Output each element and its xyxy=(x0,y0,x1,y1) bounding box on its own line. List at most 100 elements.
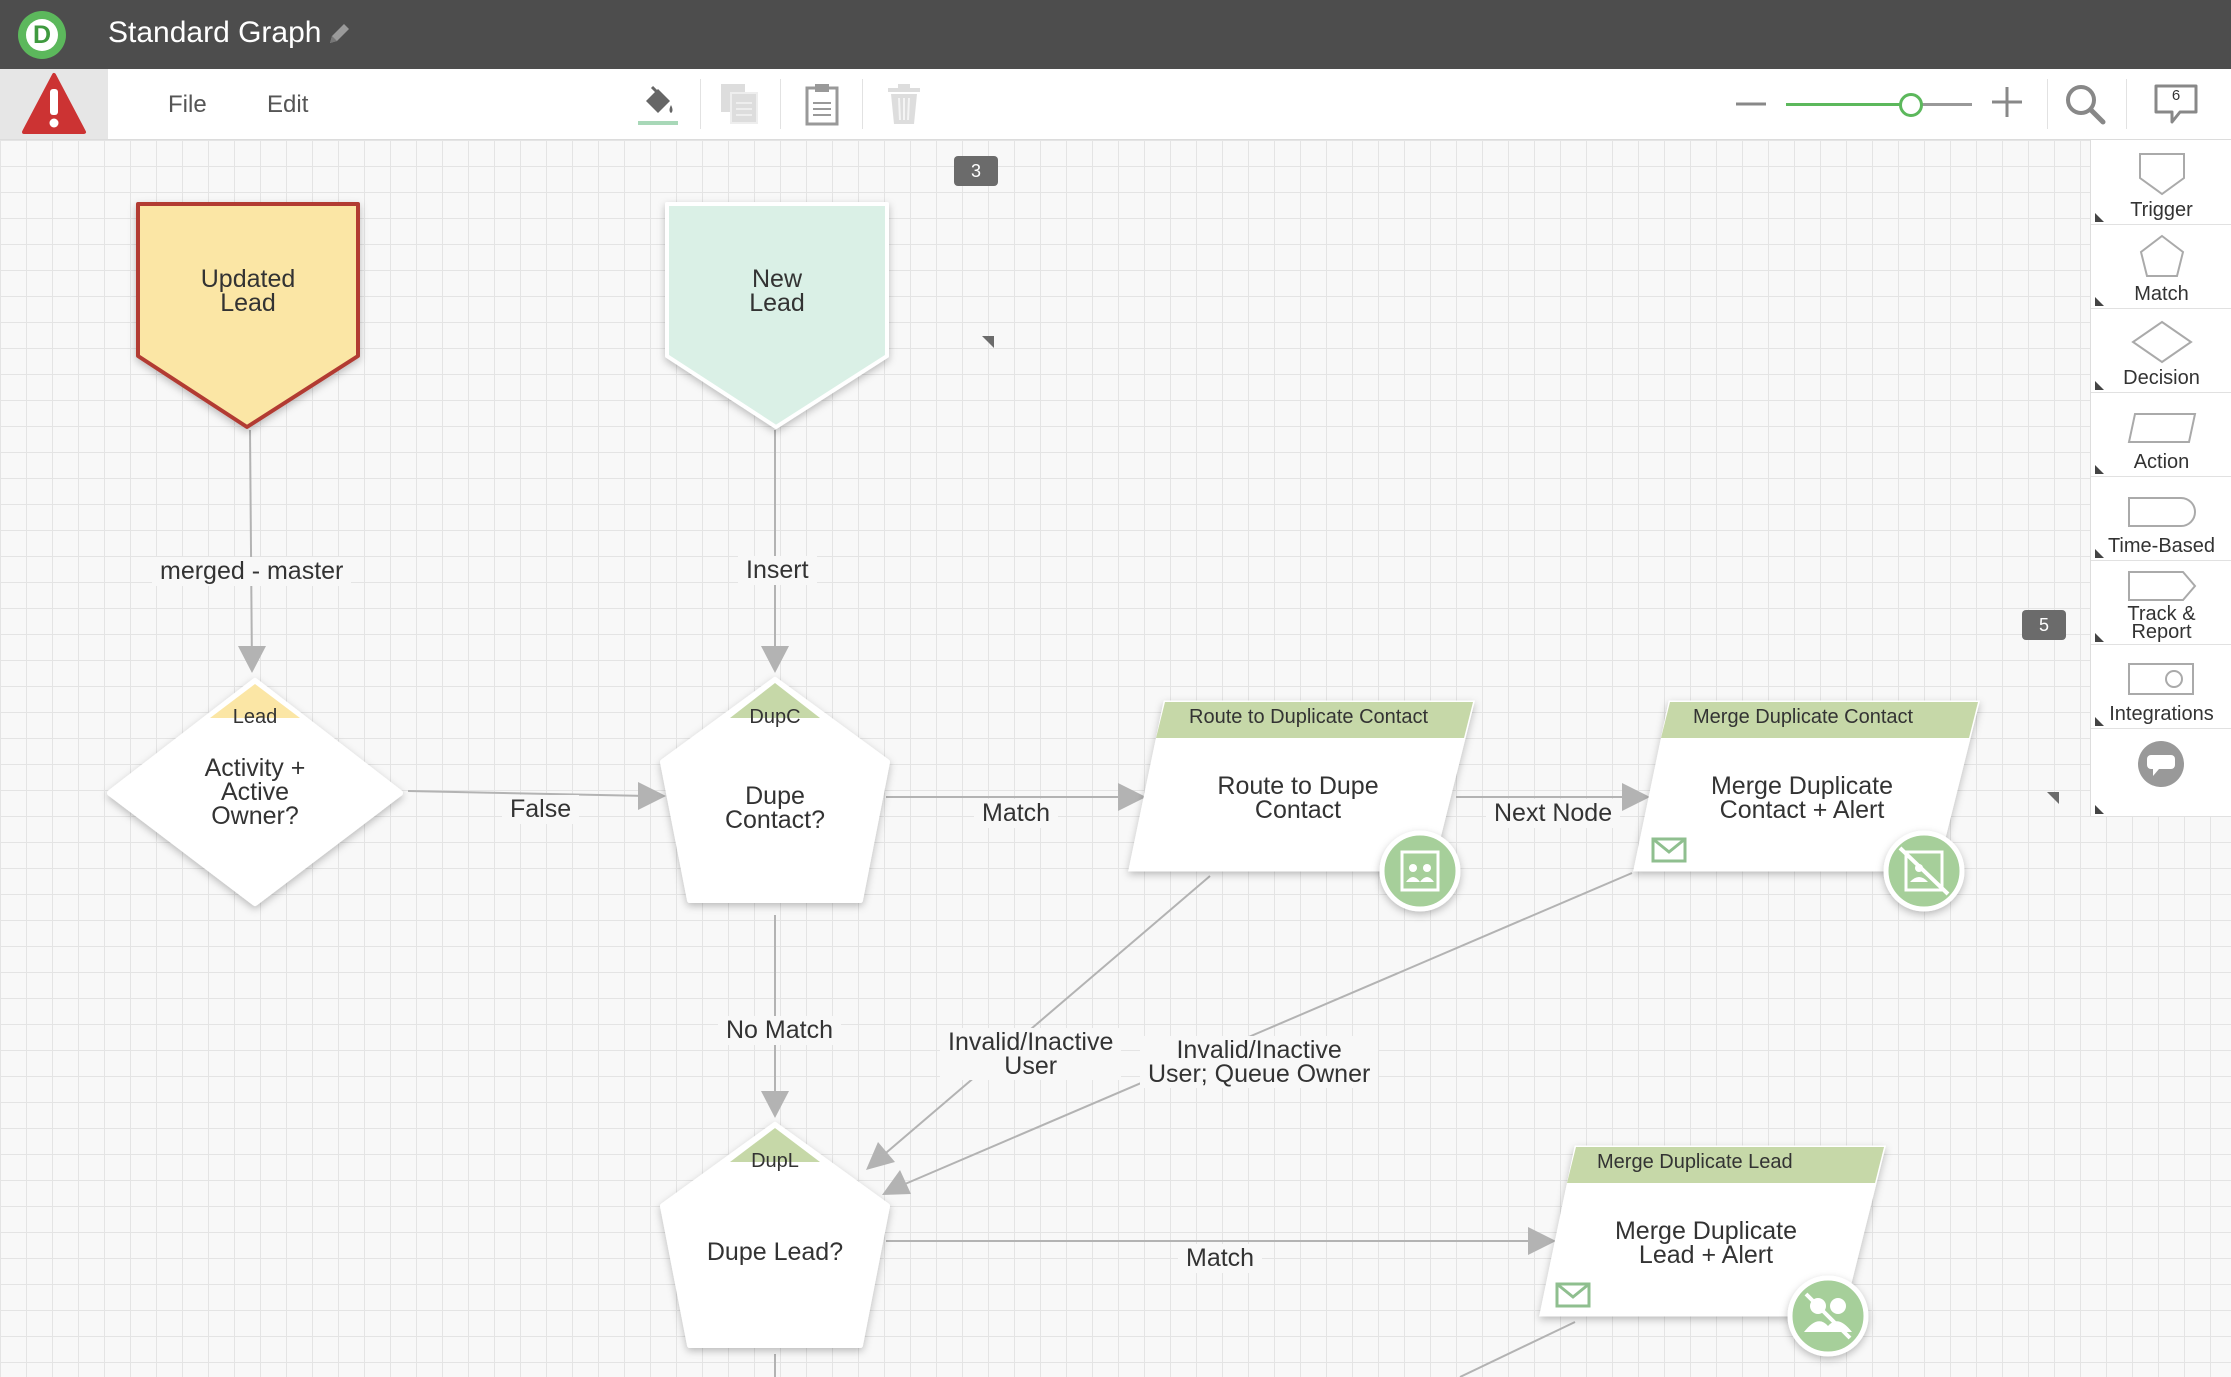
comment-icon xyxy=(2154,84,2198,124)
minus-icon[interactable] xyxy=(1734,89,1768,119)
action-merge-dupe-contact[interactable]: Merge Duplicate Contact + Alert xyxy=(1652,774,1952,824)
palette-time-based[interactable]: Time-Based xyxy=(2091,476,2231,561)
integrations-shape-icon xyxy=(2128,663,2194,695)
graph-drawing xyxy=(107,202,2059,1377)
node-text-line: Contact + Alert xyxy=(1719,796,1885,824)
edge-label-match[interactable]: Match xyxy=(974,799,1059,828)
match-dupe-contact[interactable]: Dupe Contact? xyxy=(675,782,875,834)
plus-icon[interactable] xyxy=(1990,85,2024,119)
palette-corner xyxy=(2095,633,2104,642)
node-text-line: Lead + Alert xyxy=(1638,1241,1774,1269)
zoom-slider[interactable] xyxy=(1786,89,1972,119)
clipboard-icon[interactable] xyxy=(804,81,840,127)
trigger-updated-lead-shape xyxy=(136,202,360,429)
envelope-icon xyxy=(1651,837,1687,863)
arrowhead xyxy=(761,1091,789,1118)
arrowhead xyxy=(866,1142,895,1170)
alert-icon xyxy=(22,73,86,134)
match-dupe-contact-shape xyxy=(660,677,890,903)
edge-label-invalid-queue[interactable]: Invalid/Inactive User; Queue Owner xyxy=(1140,1036,1379,1088)
palette-comment[interactable] xyxy=(2091,728,2231,817)
app-logo[interactable]: D xyxy=(18,11,66,59)
palette-action[interactable]: Action xyxy=(2091,392,2231,477)
node-text-line: Contact? xyxy=(724,806,826,834)
arrowhead xyxy=(638,782,666,810)
logo-letter: D xyxy=(26,19,58,51)
edge-continue-2 xyxy=(1459,1321,1576,1377)
decision-shape-icon xyxy=(2131,320,2193,364)
decision-activity-shape xyxy=(107,678,403,906)
palette-decision[interactable]: Decision xyxy=(2091,308,2231,393)
match-tag-label: DupC xyxy=(749,706,801,728)
edge-label-match-2[interactable]: Match xyxy=(1178,1244,1263,1273)
edge-label-line: Invalid/Inactive xyxy=(948,1028,1114,1056)
node-text-line: Lead xyxy=(220,289,276,317)
palette-label: Match xyxy=(2134,283,2189,305)
comment-badge[interactable]: 3 xyxy=(954,156,998,186)
edge-label-next-node[interactable]: Next Node xyxy=(1486,799,1621,828)
palette-track-report[interactable]: Track & Report xyxy=(2091,560,2231,645)
pencil-icon[interactable] xyxy=(326,21,352,47)
graph-canvas[interactable]: Updated Lead New Lead Lead Activity + Ac… xyxy=(0,140,2231,1377)
palette-label: Integrations xyxy=(2109,703,2214,725)
action-shape-icon xyxy=(2127,413,2197,443)
edge-label-false[interactable]: False xyxy=(502,795,580,824)
trigger-updated-lead[interactable]: Updated Lead xyxy=(140,265,356,317)
palette-corner xyxy=(2095,805,2104,814)
comments-button[interactable]: 6 xyxy=(2152,82,2200,126)
decision-activity-owner[interactable]: Activity + Active Owner? xyxy=(155,756,355,829)
arrowhead xyxy=(1622,783,1650,811)
node-palette: Trigger Match Decision Action Time-Based xyxy=(2090,140,2231,817)
toolbar-separator xyxy=(862,79,863,129)
node-text-line: Dupe xyxy=(745,782,805,810)
trigger-new-lead[interactable]: New Lead xyxy=(669,265,885,317)
graph-title[interactable]: Standard Graph xyxy=(108,16,322,49)
action-merge-lead-header xyxy=(1567,1147,1884,1183)
node-text-line: Lead xyxy=(749,289,805,317)
arrowhead xyxy=(238,646,266,673)
badge-pointer xyxy=(982,336,994,348)
action-merge-dupe-lead[interactable]: Merge Duplicate Lead + Alert xyxy=(1556,1219,1856,1269)
comment-badge[interactable]: 5 xyxy=(2022,610,2066,640)
comments-count: 6 xyxy=(2171,87,2181,104)
track-report-shape-icon xyxy=(2128,571,2197,601)
palette-corner xyxy=(2095,549,2104,558)
alert-button[interactable] xyxy=(0,69,108,139)
badge-pointer xyxy=(2047,792,2059,804)
palette-label: Report xyxy=(2131,621,2192,643)
edge-merged-master xyxy=(249,429,253,671)
edge-invalid-user xyxy=(879,875,1211,1159)
arrowhead xyxy=(1528,1227,1556,1255)
match-tag-label: DupL xyxy=(751,1150,799,1172)
node-text-line: New xyxy=(751,265,802,293)
edge-label-no-match[interactable]: No Match xyxy=(718,1016,841,1045)
node-text-line: Dupe Lead? xyxy=(706,1238,844,1266)
search-icon[interactable] xyxy=(2064,83,2106,125)
palette-corner xyxy=(2095,381,2104,390)
menu-file[interactable]: File xyxy=(168,91,207,118)
palette-integrations[interactable]: Integrations xyxy=(2091,644,2231,729)
edge-label-insert[interactable]: Insert xyxy=(738,556,817,585)
action-route-dupe-contact[interactable]: Route to Dupe Contact xyxy=(1148,772,1448,823)
palette-label: Decision xyxy=(2123,367,2200,389)
palette-trigger[interactable]: Trigger xyxy=(2091,140,2231,225)
comment-icon xyxy=(2138,741,2184,787)
paint-bucket-icon[interactable] xyxy=(638,81,678,127)
node-text-line: Route to Dupe xyxy=(1217,772,1379,800)
merge-lead-icon xyxy=(1787,1275,1869,1357)
toolbar: File Edit xyxy=(0,69,2231,140)
zoom-slider-fill xyxy=(1786,103,1911,106)
zoom-slider-handle[interactable] xyxy=(1899,93,1923,117)
edge-label-line: User; Queue Owner xyxy=(1148,1060,1371,1088)
arrowhead xyxy=(1118,783,1146,811)
node-text-line: Updated xyxy=(200,265,296,293)
palette-corner xyxy=(2095,717,2104,726)
trash-icon[interactable] xyxy=(886,81,922,127)
match-dupe-lead[interactable]: Dupe Lead? xyxy=(675,1238,875,1266)
palette-match[interactable]: Match xyxy=(2091,224,2231,309)
trigger-new-lead-shape xyxy=(665,202,889,429)
copy-icon[interactable] xyxy=(718,81,762,125)
edge-label-merged-master[interactable]: merged - master xyxy=(152,557,352,586)
edge-label-invalid-user[interactable]: Invalid/Inactive User xyxy=(940,1028,1122,1080)
menu-edit[interactable]: Edit xyxy=(267,91,309,118)
